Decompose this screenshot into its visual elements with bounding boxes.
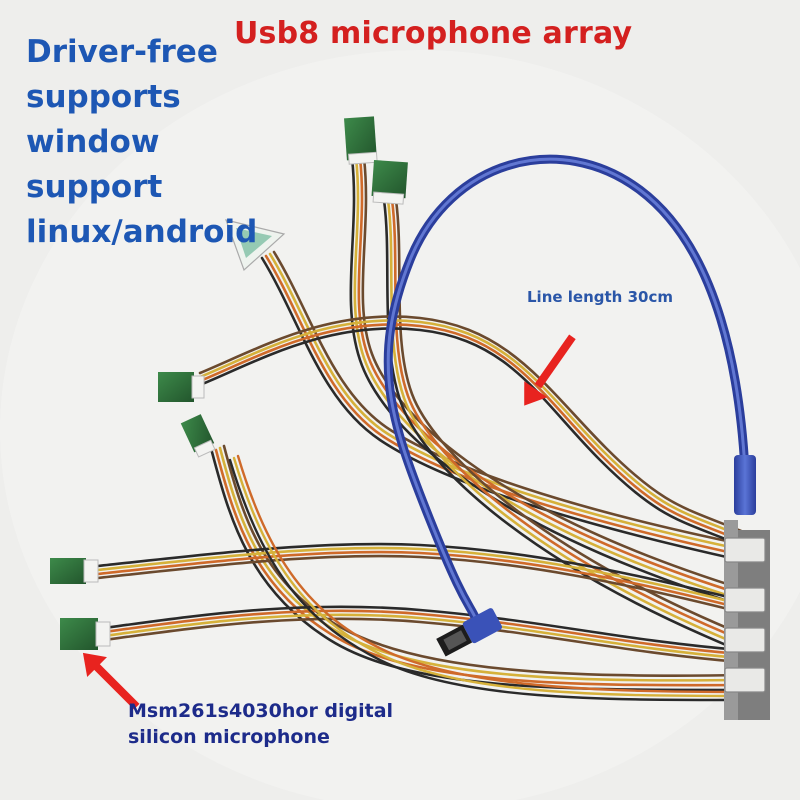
feature-supports: supports [26, 79, 181, 115]
cable-7 [102, 605, 742, 664]
feature-support: support [26, 169, 163, 205]
usb-cable [383, 154, 756, 635]
mic-model-callout: Msm261s4030hor digital silicon microphon… [128, 698, 393, 750]
feature-window: window [26, 124, 160, 160]
connector-icon [724, 537, 766, 693]
cable-4 [198, 315, 748, 547]
mic-model-line-1: Msm261s4030hor digital [128, 700, 394, 722]
feature-driver-free: Driver-free [26, 34, 218, 70]
page-title: Usb8 microphone array [234, 16, 633, 51]
mic-boards [50, 116, 408, 650]
line-length-callout: Line length 30cm [527, 288, 673, 306]
arrow-icon [82, 334, 576, 710]
mic-model-line-2: silicon microphone [128, 726, 330, 748]
ribbon-cables [96, 156, 748, 702]
cable-6 [96, 542, 742, 614]
cable-8 [228, 454, 746, 702]
cable-2 [349, 156, 748, 607]
usb-plug-icon [436, 608, 503, 657]
cable-1 [260, 250, 748, 562]
usb-hub-board [724, 520, 770, 720]
feature-linux-android: linux/android [26, 214, 258, 250]
feature-list: Driver-free supports window support linu… [26, 30, 257, 255]
strain-relief [734, 455, 756, 515]
